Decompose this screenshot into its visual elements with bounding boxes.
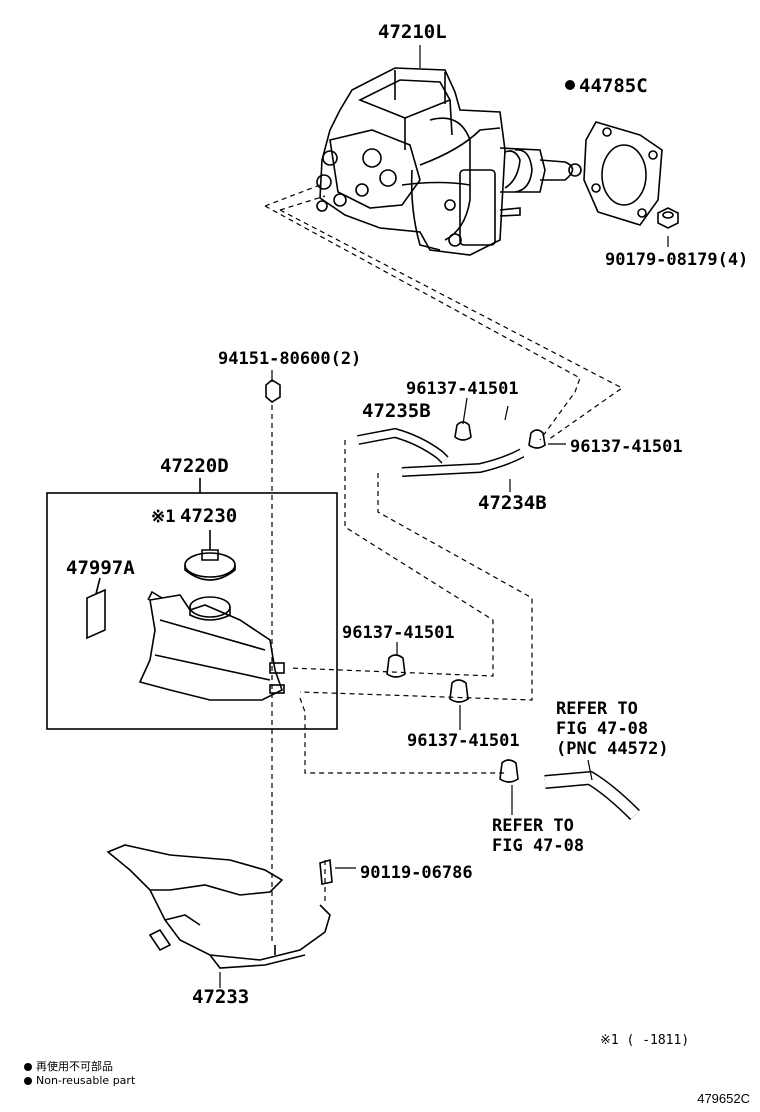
- label-bolt-bracket: 90119-06786: [360, 863, 473, 883]
- label-clip-c: 96137-41501: [342, 623, 455, 643]
- label-clip-a: 96137-41501: [406, 379, 519, 399]
- label-hose-b: 47234B: [478, 492, 547, 514]
- label-refer1-line1: REFER TO: [556, 699, 638, 719]
- label-reservoir-assy: 47220D: [160, 455, 229, 477]
- label-clip-b: 96137-41501: [570, 437, 683, 457]
- reservoir-tank-drawing: [138, 590, 285, 701]
- label-refer1-line2: FIG 47-08: [556, 719, 648, 739]
- gasket-drawing: [583, 121, 663, 226]
- bullet-icon: [24, 1063, 32, 1071]
- nut-drawing: [657, 207, 679, 229]
- label-master-cylinder: 47210L: [378, 21, 447, 43]
- legend-jp-text: 再使用不可部品: [36, 1060, 113, 1073]
- label-cap: 47230: [180, 505, 237, 527]
- label-bracket: 47233: [192, 986, 249, 1008]
- bracket-drawing: [106, 844, 331, 969]
- reservoir-cap-drawing: [184, 530, 236, 581]
- bullet-icon: [24, 1077, 32, 1085]
- legend-en-text: Non-reusable part: [36, 1074, 136, 1087]
- label-refer2-line1: REFER TO: [492, 816, 574, 836]
- label-refer1-line3: (PNC 44572): [556, 739, 669, 759]
- label-gasket: 44785C: [579, 75, 648, 97]
- legend-jp: 再使用不可部品: [24, 1058, 113, 1074]
- footnote: ※1 ( -1811): [600, 1033, 690, 1048]
- reservoir-assy-box: [46, 492, 338, 730]
- non-reusable-mark: [565, 80, 575, 90]
- label-plate: 47997A: [66, 557, 135, 579]
- label-refer2-line2: FIG 47-08: [492, 836, 584, 856]
- label-clip-d: 96137-41501: [407, 731, 520, 751]
- master-cylinder-drawing: [316, 67, 582, 256]
- illustration-id: 479652C: [697, 1091, 750, 1106]
- bolt-drawings: [265, 379, 333, 885]
- label-cap-mark: ※1: [151, 507, 175, 527]
- label-nut: 90179-08179(4): [605, 250, 748, 270]
- label-bolt-top: 94151-80600(2): [218, 349, 361, 369]
- legend-en: Non-reusable part: [24, 1074, 135, 1087]
- clip-drawings: [386, 421, 546, 783]
- label-plate-drawing: [86, 588, 106, 640]
- label-hose-a: 47235B: [362, 400, 431, 422]
